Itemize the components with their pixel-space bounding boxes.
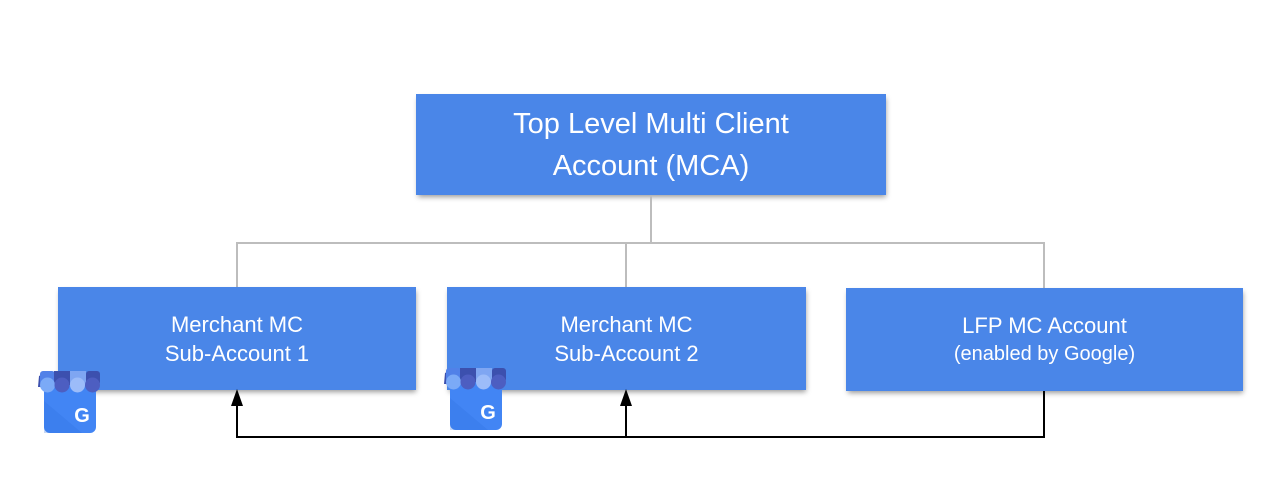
arrow-line-lfp-down bbox=[1043, 391, 1045, 437]
arrowhead-sub1 bbox=[231, 389, 243, 406]
node-sub2-line2: Sub-Account 2 bbox=[554, 340, 699, 366]
node-lfp-line2: (enabled by Google) bbox=[953, 342, 1136, 365]
node-sub1-line2: Sub-Account 1 bbox=[164, 340, 310, 366]
google-my-business-icon: G bbox=[444, 368, 506, 430]
arrow-line-horizontal bbox=[236, 436, 1045, 438]
node-sub2-line1: Merchant MC bbox=[560, 311, 693, 337]
connector-drop-lfp bbox=[1043, 244, 1045, 288]
node-sub1-line1: Merchant MC bbox=[170, 311, 304, 337]
node-top-level-mca-line1: Top Level Multi Client bbox=[513, 107, 789, 140]
node-lfp-mc-account: LFP MC Account (enabled by Google) bbox=[846, 288, 1243, 391]
arrow-line-up-sub1 bbox=[236, 404, 238, 436]
connector-drop-sub1 bbox=[236, 244, 238, 287]
node-top-level-mca: Top Level Multi Client Account (MCA) bbox=[416, 94, 886, 195]
node-merchant-sub-account-2: Merchant MC Sub-Account 2 bbox=[447, 287, 806, 390]
connector-drop-sub2 bbox=[625, 244, 627, 287]
gmb-g-letter: G bbox=[480, 402, 496, 424]
connector-horizontal bbox=[236, 242, 1045, 244]
node-merchant-sub-account-1: Merchant MC Sub-Account 1 bbox=[58, 287, 416, 390]
node-lfp-line1: LFP MC Account bbox=[962, 312, 1127, 338]
google-my-business-icon: G bbox=[38, 371, 100, 433]
gmb-g-letter: G bbox=[74, 405, 90, 427]
arrowhead-sub2 bbox=[620, 389, 632, 406]
connector-top-vertical bbox=[650, 196, 652, 243]
arrow-line-up-sub2 bbox=[625, 404, 627, 436]
node-top-level-mca-line2: Account (MCA) bbox=[552, 149, 750, 182]
